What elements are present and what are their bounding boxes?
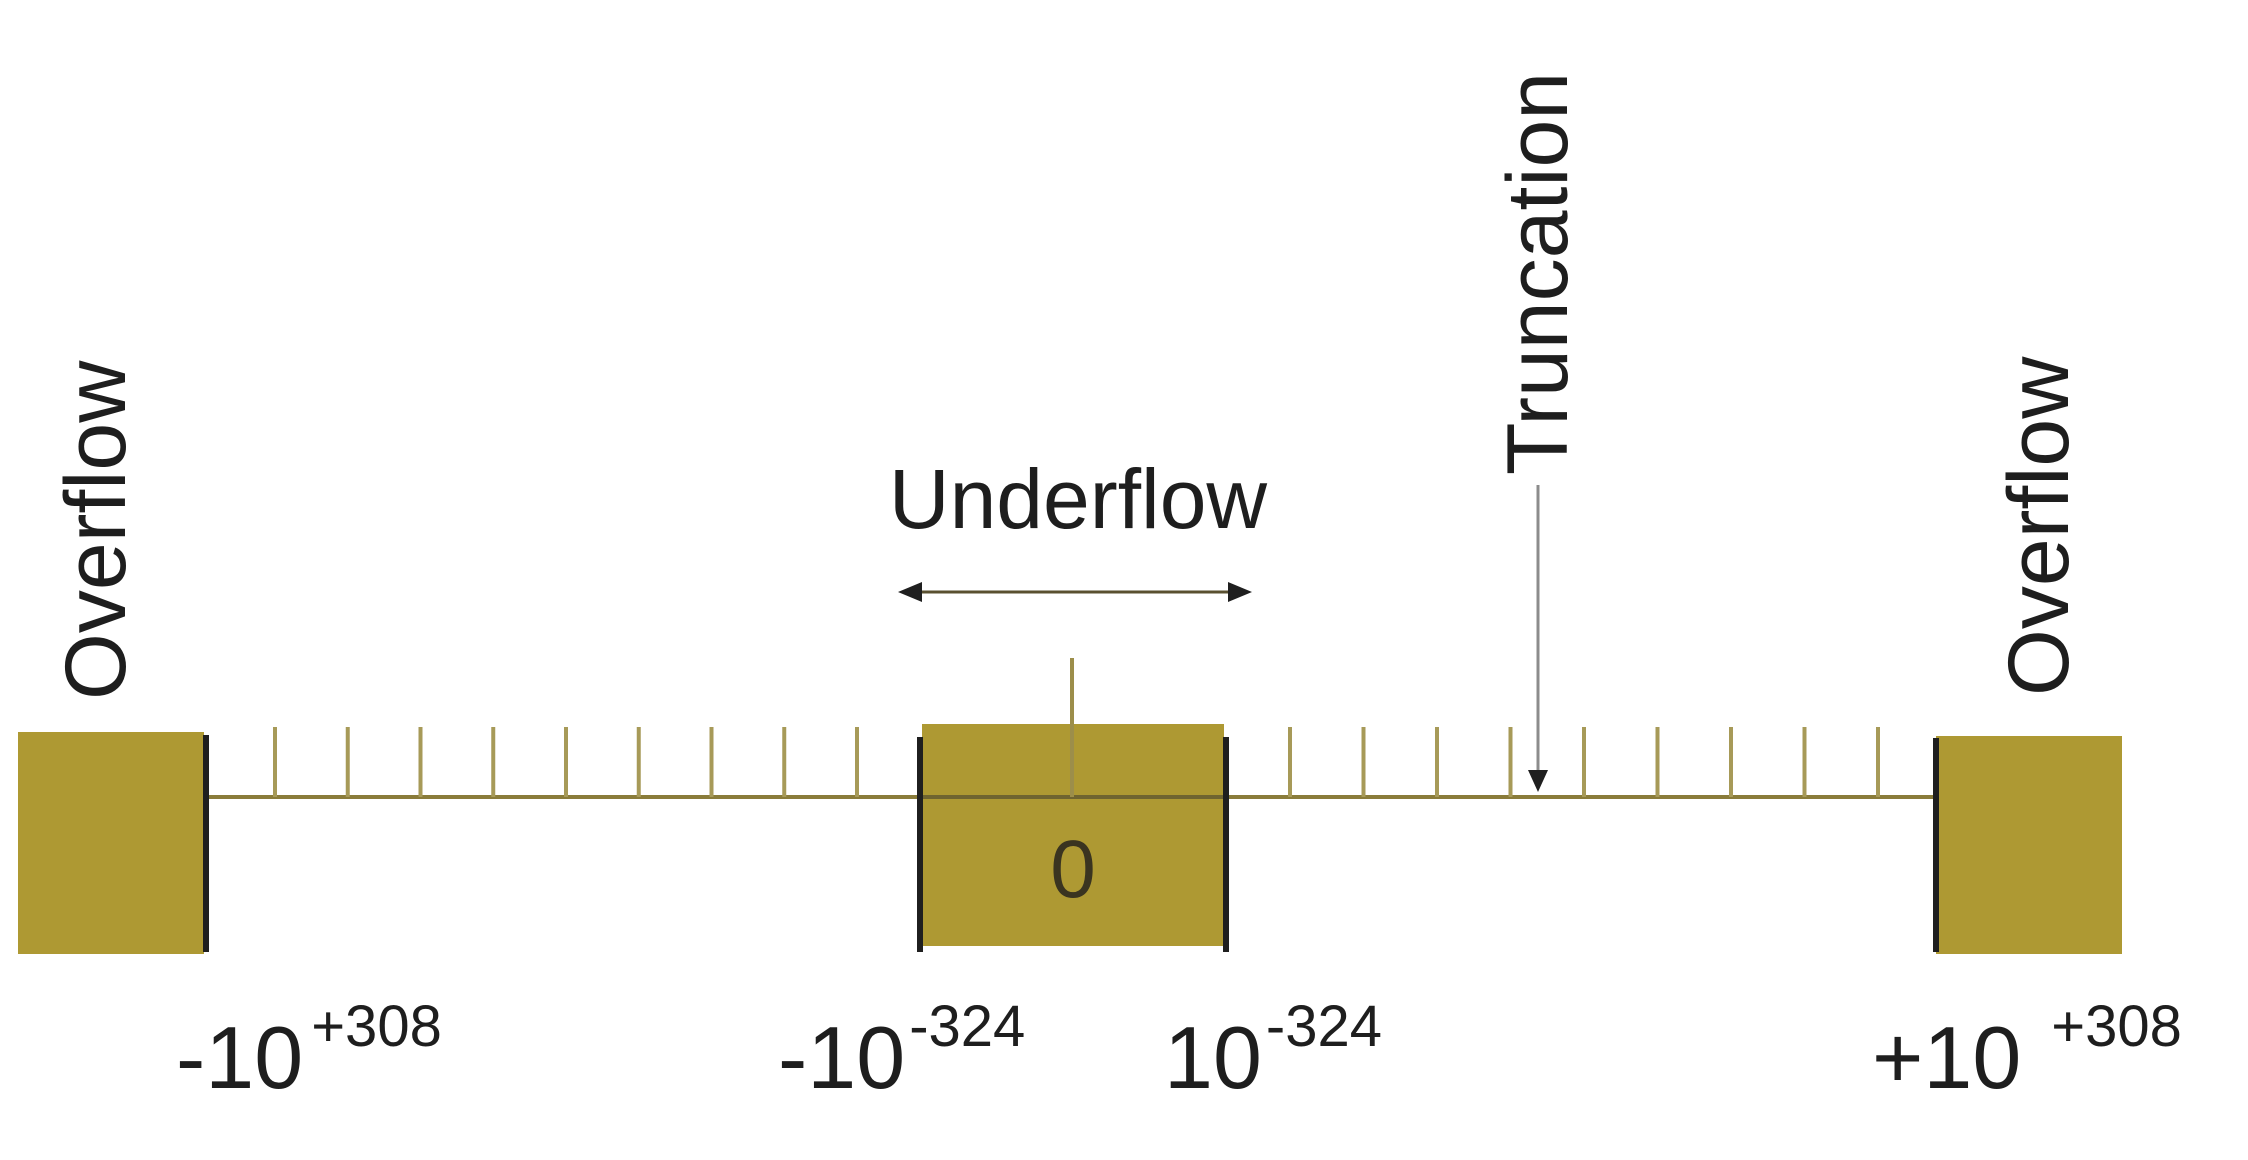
truncation-label: Truncation — [1490, 72, 1586, 475]
overflow-label-left: Overflow — [48, 360, 144, 700]
bound-label-pos-min: 10-324 — [1164, 994, 1382, 1107]
overflow-label-right: Overflow — [1991, 356, 2087, 696]
bound-label-neg-min: -10-324 — [778, 994, 1025, 1107]
tick-group-negative — [273, 727, 859, 797]
tick-group-positive — [1288, 727, 1880, 797]
bound-label-pos-max: +10+308 — [1872, 994, 2182, 1107]
overflow-region-left — [18, 732, 204, 954]
bound-label-neg-max: -10+308 — [176, 994, 442, 1107]
underflow-label: Underflow — [889, 452, 1268, 546]
truncation-arrow — [1528, 485, 1548, 792]
zero-label: 0 — [1050, 824, 1096, 915]
overflow-region-right — [1936, 736, 2122, 954]
underflow-arrow — [898, 582, 1252, 602]
